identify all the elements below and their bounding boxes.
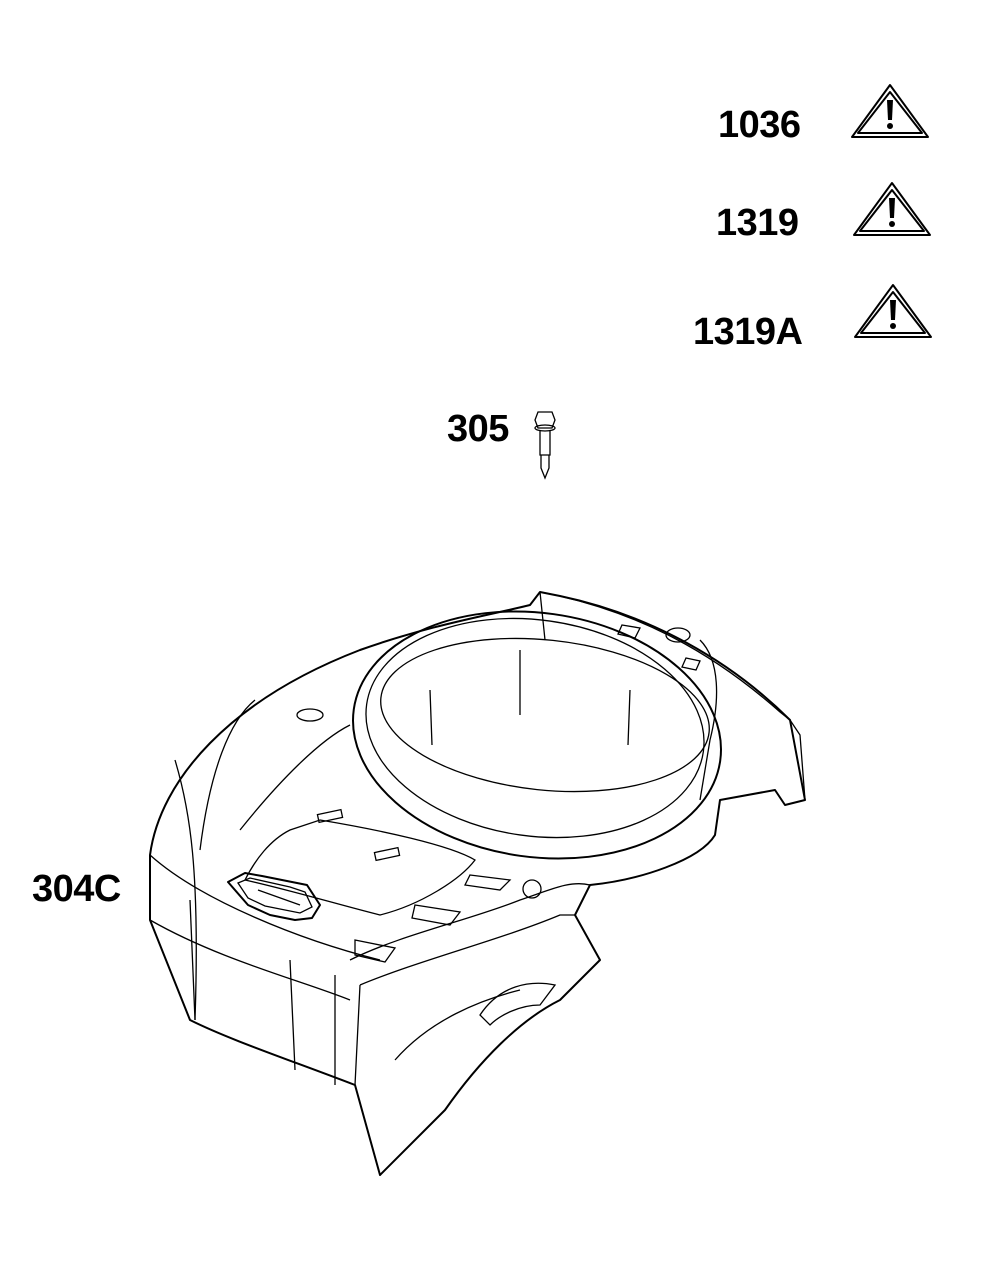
part-label-305: 305 (447, 408, 509, 450)
brand-logo (227, 872, 321, 921)
part-label-1319: 1319 (716, 202, 799, 244)
screw-icon (534, 411, 556, 480)
part-label-304c: 304C (32, 868, 121, 910)
blower-housing-shroud (149, 591, 806, 1176)
part-label-1036: 1036 (718, 104, 801, 146)
warning-triangle-icon (851, 84, 929, 138)
warning-triangle-icon (853, 182, 931, 236)
warning-triangle-icon (854, 284, 932, 338)
part-label-1319a: 1319A (693, 311, 803, 353)
